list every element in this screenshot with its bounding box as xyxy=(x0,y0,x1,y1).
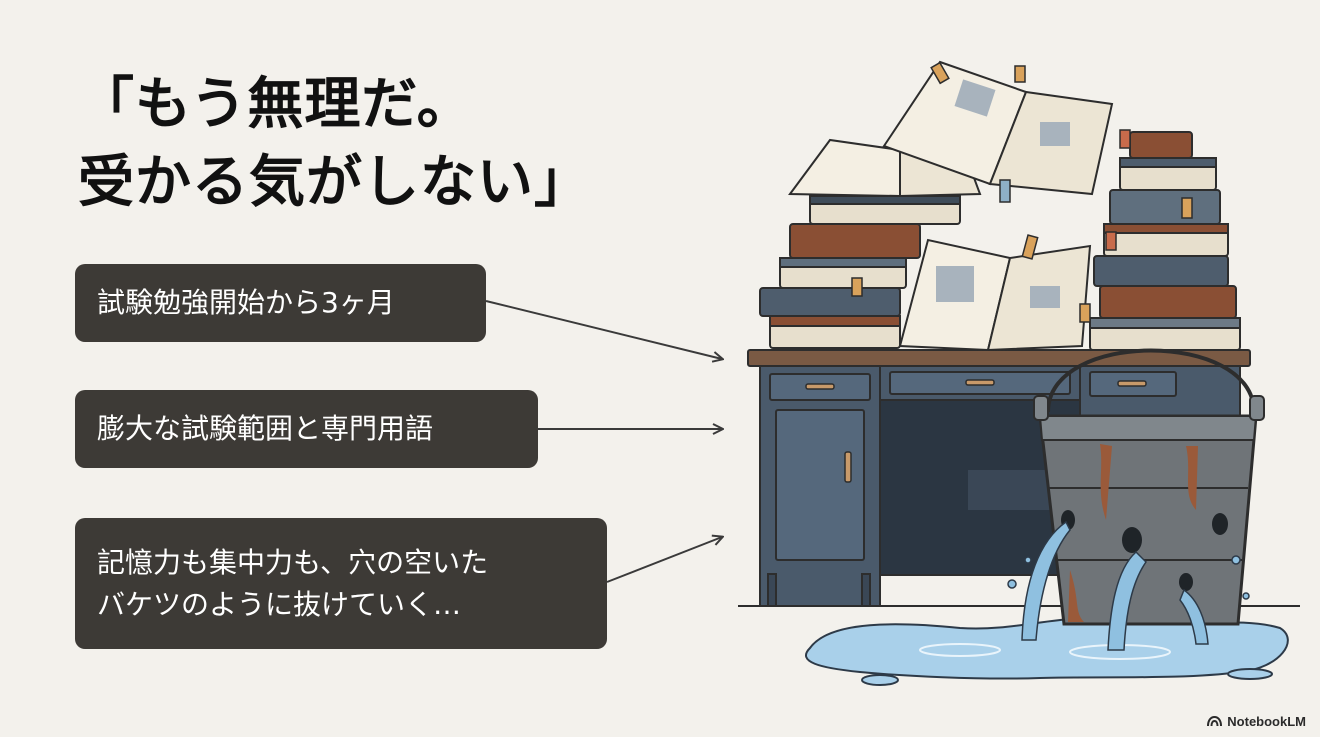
slide-title-line-2: 受かる気がしない」 xyxy=(78,150,591,215)
notebooklm-logo-icon xyxy=(1207,716,1223,727)
callout-memory-leak: 記憶力も集中力も、穴の空いた バケツのように抜けていく… xyxy=(75,518,607,649)
slide-title-line-1: 「もう無理だ。 xyxy=(78,72,474,137)
callout-text-line-1: 記憶力も集中力も、穴の空いた xyxy=(97,545,489,579)
water-puddle xyxy=(805,617,1289,686)
callout-exam-scope: 膨大な試験範囲と専門用語 xyxy=(75,390,538,468)
sticky-tabs xyxy=(851,61,1193,323)
callout-text-line-2: バケツのように抜けていく… xyxy=(97,587,462,621)
slide-title: 「もう無理だ。 受かる気がしない」 xyxy=(78,66,698,222)
callout-text: 膨大な試験範囲と専門用語 xyxy=(97,412,434,445)
callout-text: 試験勉強開始から3ヶ月 xyxy=(97,286,395,319)
arrow-1 xyxy=(485,300,722,359)
connector-arrows xyxy=(485,300,722,583)
arrow-3 xyxy=(606,537,722,583)
notebooklm-brand: NotebookLM xyxy=(1207,714,1306,729)
water-streams xyxy=(1007,520,1250,651)
bucket xyxy=(1033,348,1265,626)
open-books xyxy=(788,60,1114,352)
brand-label: NotebookLM xyxy=(1227,714,1306,729)
callout-study-period: 試験勉強開始から3ヶ月 xyxy=(75,264,486,342)
